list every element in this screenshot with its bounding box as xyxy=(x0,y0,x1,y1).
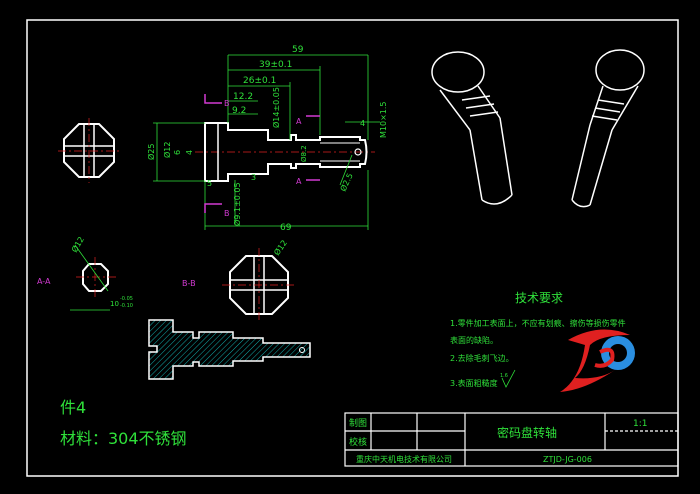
dim-12-2: 12.2 xyxy=(233,92,253,102)
drawing-frame xyxy=(26,19,679,477)
part-note: 件4 xyxy=(60,398,86,417)
section-bb-label: B-B xyxy=(182,279,196,288)
dim-39: 39±0.1 xyxy=(259,60,292,70)
shaft-outline xyxy=(204,122,368,182)
dim-12: Ø12 xyxy=(162,142,172,158)
drawn-label: 制图 xyxy=(349,417,367,429)
dim-59: 59 xyxy=(292,45,304,55)
dim-5: 5 xyxy=(207,179,212,188)
dim-6: 6 xyxy=(173,150,182,155)
dim-14: Ø14±0.05 xyxy=(271,87,281,128)
3d-views xyxy=(431,49,645,208)
dim-9-2: 9.2 xyxy=(232,106,246,116)
scale: 1:1 xyxy=(633,419,647,429)
section-mark-b-top: B xyxy=(224,99,230,108)
dim-2-5: Ø2.5 xyxy=(338,171,355,192)
checked-label: 校核 xyxy=(349,436,367,448)
tech-req-line: 2.去除毛刺飞边。 xyxy=(450,353,514,363)
tech-req-line: 1.零件加工表面上，不应有划痕、擦伤等损伤零件 xyxy=(450,318,626,328)
material-note: 材料：304不锈钢 xyxy=(60,429,187,448)
tech-req-line: 表面的缺陷。 xyxy=(450,335,498,345)
technical-requirements: 技术要求 1.零件加工表面上，不应有划痕、擦伤等损伤零件 表面的缺陷。 2.去除… xyxy=(450,291,626,388)
section-aa-label: A-A xyxy=(37,277,51,286)
part-name: 密码盘转轴 xyxy=(497,425,557,440)
company-logo xyxy=(560,329,635,392)
roughness-symbol xyxy=(501,369,516,388)
company-name: 重庆中天机电技术有限公司 xyxy=(356,454,452,464)
section-aa-dia: Ø12 xyxy=(69,235,86,254)
drawing-number: ZTJD-JG-006 xyxy=(543,455,592,464)
dim-26: 26±0.1 xyxy=(243,76,276,86)
section-aa-width: 10 xyxy=(110,300,119,308)
dim-4b: 4 xyxy=(185,150,194,155)
dim-m10: M10×1.5 xyxy=(379,101,388,138)
roughness-value: 1.6 xyxy=(500,373,508,379)
title-block xyxy=(344,412,679,467)
section-aa-tol-upper: -0.05 xyxy=(120,296,133,302)
dim-3: 3 xyxy=(251,173,256,182)
section-mark-a-bottom: A xyxy=(296,177,302,186)
end-view xyxy=(58,118,120,183)
section-bb-dia: Ø12 xyxy=(271,238,289,257)
longitudinal-section xyxy=(148,319,311,380)
section-mark-b-bottom: B xyxy=(224,209,230,218)
section-aa-tol-lower: -0.10 xyxy=(120,303,133,309)
tech-req-title: 技术要求 xyxy=(515,291,563,305)
dim-25: Ø25 xyxy=(146,144,156,160)
section-aa: A-A Ø12 10 -0.05 -0.10 xyxy=(37,235,133,311)
main-view: 59 39±0.1 26±0.1 12.2 9.2 Ø14±0.05 4 M10… xyxy=(146,45,388,233)
section-mark-a-top: A xyxy=(296,117,302,126)
dim-8-2: Ø8.2 xyxy=(300,145,308,162)
section-bb: B-B Ø12 xyxy=(182,238,296,322)
dim-4: 4 xyxy=(360,119,365,128)
dim-69: 69 xyxy=(280,223,292,233)
tech-req-line: 3.表面粗糙度 xyxy=(450,378,498,388)
dim-9-1: Ø9.1±0.05 xyxy=(232,182,242,226)
